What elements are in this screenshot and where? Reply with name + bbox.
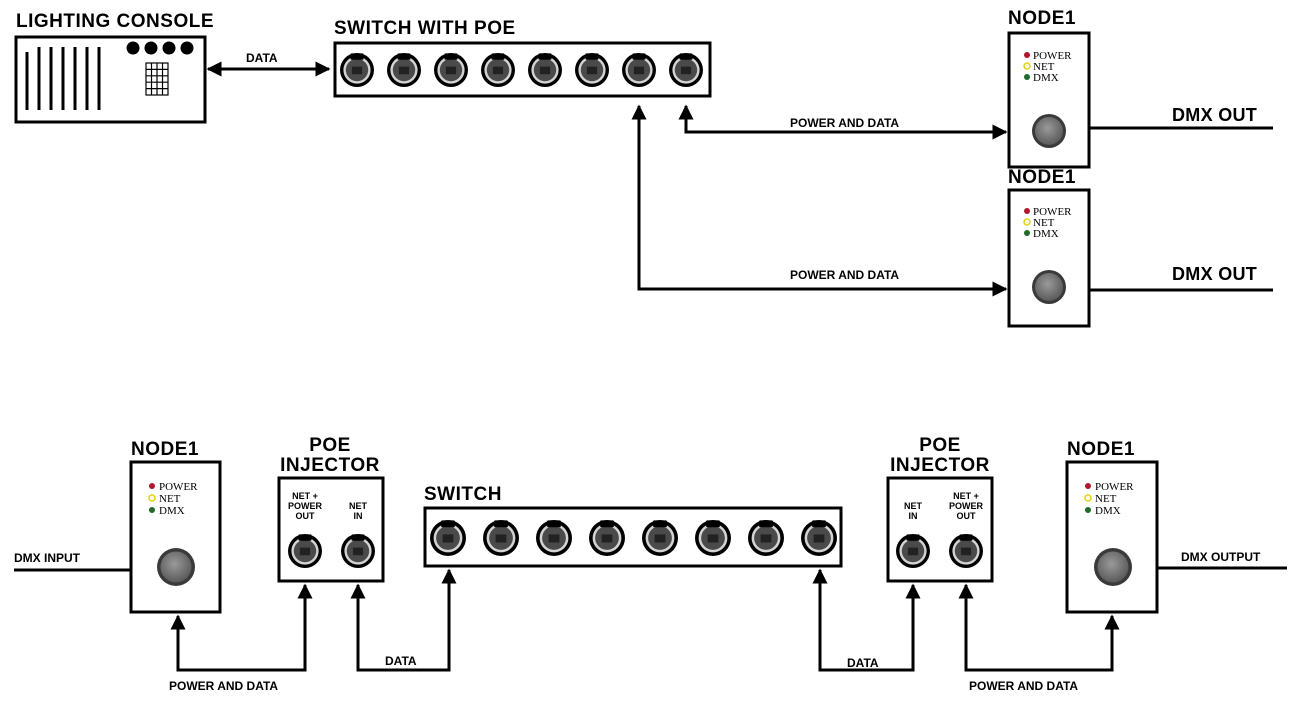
led-net-label: NET (1033, 61, 1055, 73)
ethernet-port-icon (483, 520, 519, 556)
ethernet-port-icon (288, 534, 322, 568)
ethernet-port-icon (669, 53, 703, 87)
node-a-title: NODE1 (1008, 8, 1076, 29)
dmx-output-label: DMX OUTPUT (1181, 550, 1261, 564)
dmx-input-label: DMX INPUT (14, 551, 81, 565)
led-dmx-label: DMX (159, 505, 185, 517)
injector-left-title-2: INJECTOR (280, 455, 380, 476)
lighting-console (14, 35, 207, 124)
ethernet-port-icon (748, 520, 784, 556)
led-power-label: POWER (1095, 481, 1134, 493)
injector-right-port-b-line2: POWER (949, 501, 984, 511)
ethernet-port-icon (949, 534, 983, 568)
ethernet-port-icon (801, 520, 837, 556)
node-right-title: NODE1 (1067, 439, 1135, 460)
poe-switch-title: SWITCH WITH POE (334, 18, 516, 39)
node-a-xlr-connector (1032, 114, 1066, 148)
injector-right-port-b-line1: NET + (953, 491, 979, 501)
node-b-body (1007, 188, 1091, 328)
console-faders (25, 47, 101, 110)
led-power-label: POWER (1033, 50, 1072, 62)
node-a-dmx-out-label: DMX OUT (1172, 105, 1257, 125)
led-power-icon (1085, 483, 1091, 489)
switch-node-b-link (631, 104, 1008, 297)
led-net-icon (1084, 494, 1092, 502)
switch-injector-right-link (812, 568, 921, 672)
ethernet-port-icon (695, 520, 731, 556)
power-data-right-label: POWER AND DATA (969, 679, 1078, 693)
poe-switch-ports (340, 53, 703, 87)
injector-right-port-a-line1: NET (904, 501, 923, 511)
lighting-console-title: LIGHTING CONSOLE (16, 11, 214, 32)
led-net-icon (1023, 62, 1031, 70)
led-net-label: NET (1033, 217, 1055, 229)
node-a-link-label: POWER AND DATA (790, 116, 899, 130)
led-net-label: NET (159, 493, 181, 505)
node-right-leds: POWER NET DMX (1084, 481, 1134, 517)
ethernet-port-icon (430, 520, 466, 556)
led-power-label: POWER (159, 481, 198, 493)
console-knobs (126, 41, 194, 55)
led-power-icon (1024, 208, 1030, 214)
node-a-leds: POWER NET DMX (1023, 50, 1072, 84)
ethernet-port-icon (642, 520, 678, 556)
node-left-xlr-connector (157, 548, 195, 586)
injector-left-switch-link (350, 568, 457, 672)
node-left-title: NODE1 (131, 439, 199, 460)
injector-right-title-2: INJECTOR (890, 455, 990, 476)
ethernet-port-icon (481, 53, 515, 87)
injector-left-ports (288, 534, 375, 568)
node-b-xlr-connector (1032, 270, 1066, 304)
injector-left-port-a-line1: NET + (292, 491, 318, 501)
ethernet-port-icon (340, 53, 374, 87)
injector-right-port-a-line2: IN (909, 511, 918, 521)
injector-right-title-1: POE (919, 435, 961, 456)
injector-right-port-b-line3: OUT (957, 511, 977, 521)
node-left-leds: POWER NET DMX (148, 481, 198, 517)
injector-left-port-b-line2: IN (354, 511, 363, 521)
data-left-label: DATA (385, 654, 417, 668)
led-dmx-icon (1024, 74, 1030, 80)
ethernet-port-icon (896, 534, 930, 568)
ethernet-port-icon (589, 520, 625, 556)
ethernet-port-icon (528, 53, 562, 87)
injector-left-title-1: POE (309, 435, 351, 456)
led-dmx-label: DMX (1033, 228, 1059, 240)
led-dmx-label: DMX (1095, 505, 1121, 517)
console-keypad (145, 62, 169, 96)
node-b-dmx-out-label: DMX OUT (1172, 264, 1257, 284)
switch-title: SWITCH (424, 484, 502, 505)
led-power-icon (1024, 52, 1030, 58)
led-dmx-icon (1024, 230, 1030, 236)
node-b-leds: POWER NET DMX (1023, 206, 1072, 240)
led-power-icon (149, 483, 155, 489)
ethernet-port-icon (536, 520, 572, 556)
injector-left-port-b-line1: NET (349, 501, 368, 511)
led-net-label: NET (1095, 493, 1117, 505)
injector-left-port-a-line2: POWER (288, 501, 323, 511)
led-dmx-icon (149, 507, 155, 513)
led-dmx-icon (1085, 507, 1091, 513)
led-net-icon (148, 494, 156, 502)
node-b-title: NODE1 (1008, 167, 1076, 188)
injector-left-port-a-line3: OUT (296, 511, 316, 521)
node-left-injector-link (170, 583, 313, 672)
ethernet-port-icon (341, 534, 375, 568)
ethernet-port-icon (622, 53, 656, 87)
ethernet-port-icon (575, 53, 609, 87)
node-b-link-label: POWER AND DATA (790, 268, 899, 282)
node-right-xlr-connector (1094, 548, 1132, 586)
injector-right-ports (896, 534, 983, 568)
led-power-label: POWER (1033, 206, 1072, 218)
power-data-left-label: POWER AND DATA (169, 679, 278, 693)
ethernet-port-icon (434, 53, 468, 87)
switch-ports (430, 520, 837, 556)
led-dmx-label: DMX (1033, 72, 1059, 84)
led-net-icon (1023, 218, 1031, 226)
ethernet-port-icon (387, 53, 421, 87)
injector-right-node-link (958, 583, 1120, 672)
data-right-label: DATA (847, 656, 879, 670)
console-data-label: DATA (246, 51, 278, 65)
